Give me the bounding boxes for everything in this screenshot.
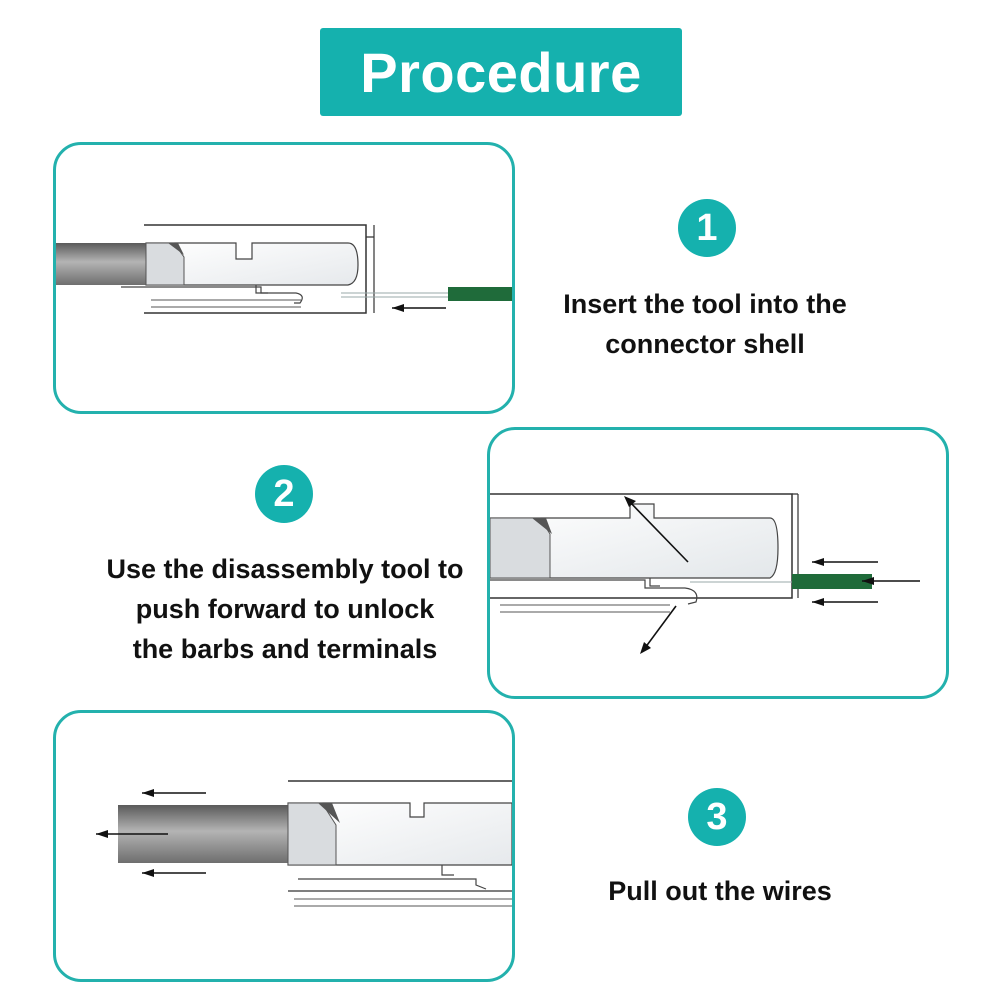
arrow-diagonal-icon	[624, 496, 689, 563]
step-2-description: Use the disassembly tool to push forward…	[70, 549, 500, 669]
step-3-number-badge: 3	[688, 788, 746, 846]
step-2-line-1: Use the disassembly tool to	[106, 554, 464, 584]
step-2-diagram	[490, 493, 920, 654]
disassembly-tool-icon	[792, 574, 872, 589]
disassembly-tool-icon	[448, 287, 512, 301]
arrow-left-icon	[142, 869, 206, 877]
step-1-illustration-panel	[53, 142, 515, 414]
step-1-description: Insert the tool into the connector shell	[530, 284, 880, 364]
connector-housing	[287, 802, 512, 866]
connector-shell-icon	[288, 780, 512, 907]
title-banner: Procedure	[320, 28, 682, 116]
step-1-line-1: Insert the tool into the	[563, 289, 847, 319]
arrow-left-icon	[96, 830, 168, 838]
step-1-number-badge: 1	[678, 199, 736, 257]
arrow-left-icon	[812, 598, 878, 606]
step-2-illustration-panel	[487, 427, 949, 699]
arrow-diagonal-icon	[640, 605, 677, 654]
wire-icon	[490, 517, 552, 579]
step-2-line-2: push forward to unlock	[135, 594, 435, 624]
step-3-diagram	[96, 780, 512, 907]
connector-housing	[490, 503, 779, 579]
wire-icon	[56, 242, 185, 286]
barb	[441, 865, 454, 876]
page-title: Procedure	[360, 40, 642, 104]
step-3-line-1: Pull out the wires	[608, 876, 832, 906]
arrow-left-icon	[392, 304, 446, 312]
arrow-left-icon	[812, 558, 878, 566]
arrow-left-icon	[142, 789, 206, 797]
barb	[255, 285, 268, 294]
step-1-line-2: connector shell	[605, 329, 805, 359]
step-2-line-3: the barbs and terminals	[132, 634, 438, 664]
step-3-description: Pull out the wires	[560, 871, 880, 911]
step-3-illustration-panel	[53, 710, 515, 982]
connector-housing	[145, 242, 359, 286]
step-1-diagram	[56, 224, 512, 314]
barb	[649, 578, 660, 587]
terminal	[121, 286, 303, 304]
step-2-number-badge: 2	[255, 465, 313, 523]
terminal	[298, 878, 487, 890]
terminal	[490, 579, 698, 605]
arrow-left-icon	[862, 577, 920, 585]
connector-shell-icon	[144, 224, 375, 314]
